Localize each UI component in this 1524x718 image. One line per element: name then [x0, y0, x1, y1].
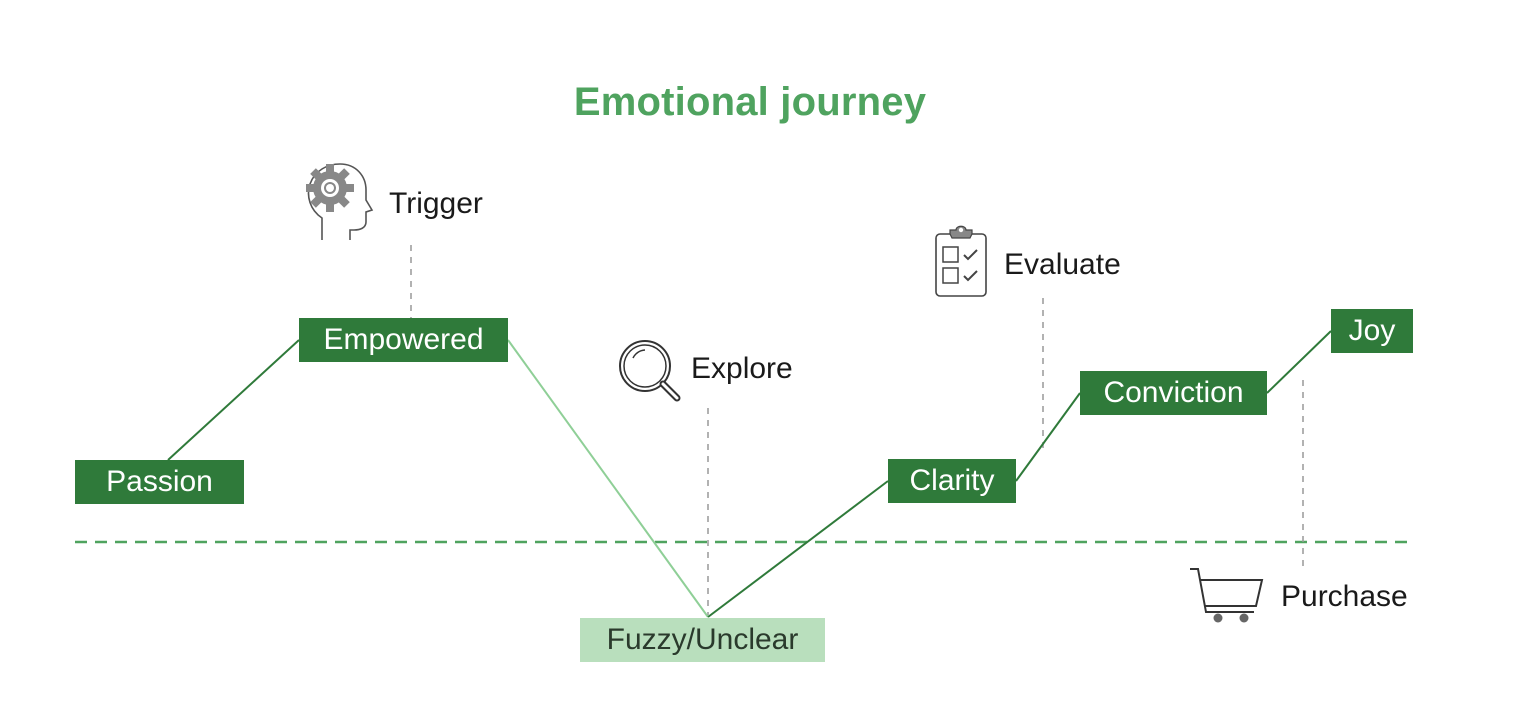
emotion-joy: Joy	[1331, 309, 1413, 353]
emotion-conviction: Conviction	[1080, 371, 1267, 415]
stage-purchase: Purchase	[1281, 580, 1408, 613]
stage-explore: Explore	[691, 352, 793, 385]
emotion-empowered: Empowered	[299, 318, 508, 362]
head-gear-icon	[306, 163, 374, 240]
emotion-clarity: Clarity	[888, 459, 1016, 503]
path-clarity-conviction	[1015, 392, 1081, 482]
path-conviction-joy	[1266, 330, 1332, 394]
path-passion-empowered	[167, 339, 300, 461]
stage-evaluate: Evaluate	[1004, 248, 1121, 281]
emotion-passion: Passion	[75, 460, 244, 504]
emotion-fuzzy-unclear: Fuzzy/Unclear	[580, 618, 825, 662]
stage-trigger: Trigger	[389, 187, 483, 220]
magnifier-icon	[619, 340, 681, 402]
path-empowered-fuzzy	[507, 339, 709, 618]
path-fuzzy-clarity	[707, 480, 889, 618]
clipboard-checklist-icon	[935, 225, 987, 297]
diagram-title: Emotional journey	[573, 80, 927, 124]
shopping-cart-icon	[1190, 568, 1264, 623]
